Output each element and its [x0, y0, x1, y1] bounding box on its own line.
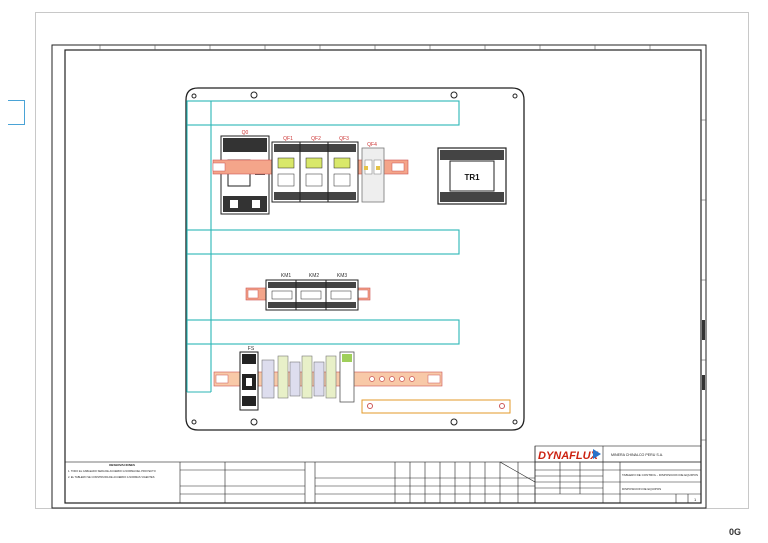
- q0-breaker: [220, 135, 270, 215]
- qf-breakers: [271, 141, 359, 203]
- corner-label: 0G: [729, 527, 742, 537]
- back-plate: [185, 87, 525, 431]
- label-km1: KM1: [281, 273, 292, 279]
- label-tr1: TR1: [464, 173, 480, 182]
- contactors: [265, 279, 359, 311]
- fs-fuse: [239, 351, 259, 411]
- label-fs: FS: [248, 346, 255, 352]
- frame-ticks: [99, 45, 706, 441]
- drawing-title: TABLERO DE CONTROL - DISPOSICION DE EQUI…: [622, 473, 698, 477]
- inner-frame: [64, 49, 702, 504]
- ground-bar: [361, 399, 511, 414]
- title-block-lines: [64, 445, 702, 504]
- tr1-transformer: [437, 147, 507, 205]
- label-qf2: QF2: [311, 136, 321, 142]
- sheet-number: 1: [694, 497, 697, 502]
- side-tab[interactable]: [8, 100, 25, 125]
- notes-line-2: 2. EL TABLERO SE CONSTRUIRA DE ACUERDO A…: [68, 475, 155, 479]
- terminal-blocks: [261, 351, 355, 403]
- frame-marker: [702, 320, 705, 340]
- notes-line-1: 1. TODO EL CABLEADO SERA DE ACUERDO A NO…: [68, 469, 156, 473]
- dynaflux-logo: DYNAFLUX: [538, 450, 599, 462]
- logo-icon: [593, 449, 601, 459]
- label-km2: KM2: [309, 273, 320, 279]
- label-qf3: QF3: [339, 136, 349, 142]
- label-km3: KM3: [337, 273, 348, 279]
- outer-frame: [51, 44, 707, 509]
- notes-title: OBSERVACIONES: [109, 463, 135, 467]
- company-name: MINERA CHINALCO PERU S.A.: [611, 453, 663, 457]
- label-qf4: QF4: [367, 142, 377, 148]
- label-q0: Q0: [242, 130, 249, 136]
- drawing-subtitle: DISPOSICION DE EQUIPOS: [622, 487, 661, 491]
- frame-marker: [702, 375, 705, 390]
- label-qf1: QF1: [283, 136, 293, 142]
- qf4-breaker: [361, 147, 385, 203]
- rail-holes: [369, 376, 415, 382]
- mounting-holes: [191, 91, 518, 426]
- cable-ducts: [186, 100, 460, 393]
